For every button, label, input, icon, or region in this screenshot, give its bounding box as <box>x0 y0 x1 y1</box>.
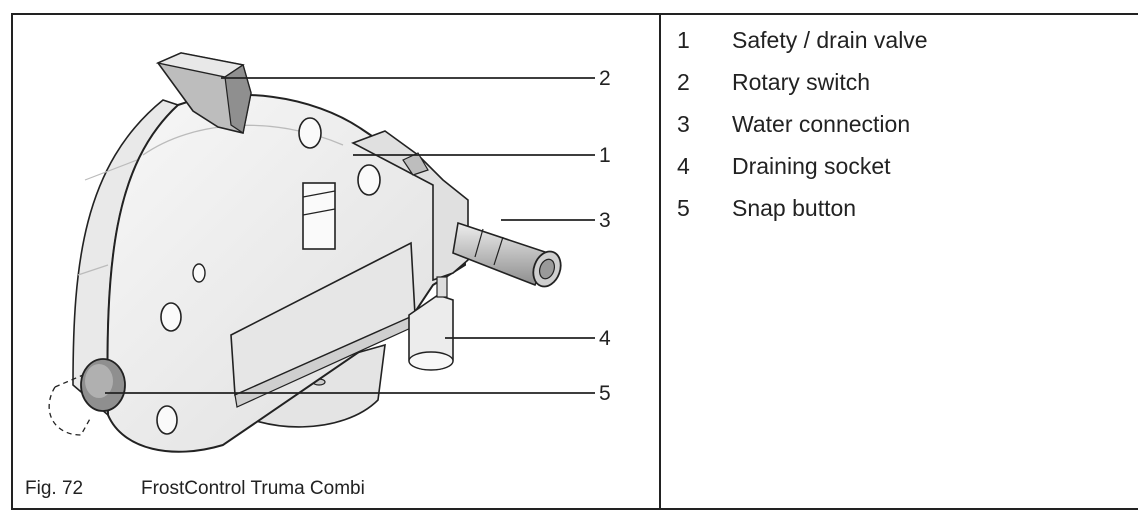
figure-number: Fig. 72 <box>25 478 84 499</box>
callout-number-3: 3 <box>599 209 611 232</box>
legend-item-number: 5 <box>677 195 690 221</box>
legend-item-label: Rotary switch <box>732 69 871 95</box>
callout-number-1: 1 <box>599 144 611 167</box>
legend-item: 3 Water connection <box>677 111 928 153</box>
rotary-switch-knob <box>155 52 252 134</box>
callout-number-5: 5 <box>599 382 611 405</box>
draining-socket <box>408 276 454 371</box>
figure-frame <box>11 13 1138 510</box>
callout-number-2: 2 <box>599 67 611 90</box>
legend-item-label: Snap button <box>732 195 857 221</box>
legend-item: 5 Snap button <box>677 195 928 237</box>
water-connection-pipe <box>452 221 562 288</box>
callout-number-4: 4 <box>599 327 611 350</box>
callout-lines <box>105 77 595 394</box>
parts-legend: 1 Safety / drain valve 2 Rotary switch 3 Wa… <box>677 27 928 237</box>
legend-item-number: 3 <box>677 111 690 137</box>
snap-button <box>48 358 126 436</box>
figure-title: FrostControl Truma Combi <box>141 478 365 499</box>
legend-item: 2 Rotary switch <box>677 69 928 111</box>
legend-item-label: Draining socket <box>732 153 891 179</box>
legend-item-label: Safety / drain valve <box>732 27 928 53</box>
figure-caption: Fig. 72 FrostControl Truma Combi <box>25 478 365 500</box>
figure-legend-divider <box>659 13 661 510</box>
legend-item: 1 Safety / drain valve <box>677 27 928 69</box>
legend-item: 4 Draining socket <box>677 153 928 195</box>
legend-item-label: Water connection <box>732 111 911 137</box>
legend-item-number: 4 <box>677 153 690 179</box>
valve-main-body <box>106 93 467 453</box>
legend-item-number: 2 <box>677 69 690 95</box>
legend-item-number: 1 <box>677 27 690 53</box>
frostcontrol-valve-illustration: 2 1 3 4 5 <box>48 52 611 453</box>
